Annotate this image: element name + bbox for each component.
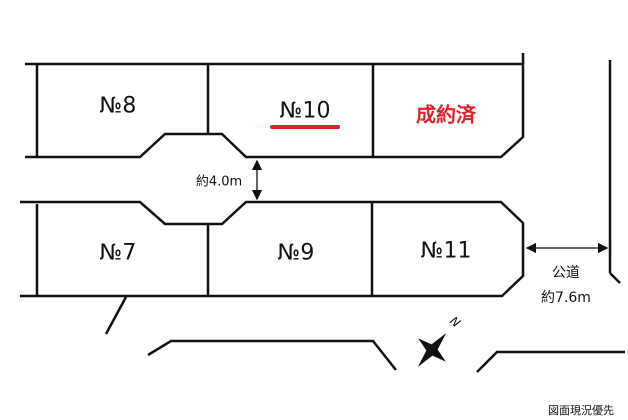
road-edge	[609, 272, 621, 284]
lot-label-no9: №9	[277, 240, 315, 266]
road-edge	[147, 339, 397, 371]
lot-label-no8: №8	[99, 93, 137, 119]
note-label: 図面現況優先	[548, 404, 614, 417]
lot-label-no11: №11	[420, 238, 472, 264]
upper-block-outline	[25, 62, 525, 159]
public-road-width-label: 約7.6m	[541, 290, 591, 306]
lower-block-outline	[20, 200, 525, 298]
private-road-width-label: 約4.0m	[195, 174, 243, 190]
road-edge	[104, 296, 128, 335]
road-edge	[476, 350, 625, 373]
public-road-label: 公道	[552, 265, 580, 281]
compass-icon	[417, 333, 447, 367]
lot-label-no7: №7	[99, 240, 137, 266]
sold-label: 成約済	[416, 102, 476, 127]
lot-label-no10: №10	[279, 98, 331, 124]
